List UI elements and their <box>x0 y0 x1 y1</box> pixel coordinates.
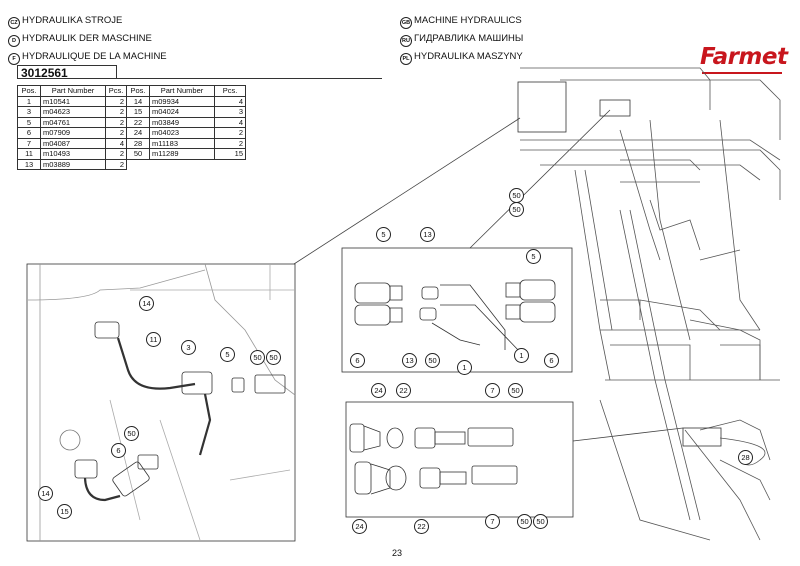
assembly-code: 3012561 <box>17 65 117 80</box>
header-f-text: HYDRAULIQUE DE LA MACHINE <box>22 51 167 62</box>
header-ru-text: ГИДРАВЛИКА МАШИНЫ <box>414 33 524 44</box>
callout: 50 <box>266 350 281 365</box>
top-right-detail-view <box>341 247 573 373</box>
cell: 2 <box>214 137 246 149</box>
callout: 7 <box>485 514 500 529</box>
lang-badge: F <box>8 53 20 65</box>
callout: 13 <box>420 227 435 242</box>
lang-badge: D <box>8 35 20 47</box>
parts-table: Pos. Part Number Pcs. Pos. Part Number P… <box>17 85 246 170</box>
callout: 6 <box>111 443 126 458</box>
callout: 50 <box>250 350 265 365</box>
page-number: 23 <box>392 548 403 558</box>
leader-line <box>572 427 684 442</box>
logo-underline <box>702 72 782 74</box>
lang-badge: CZ <box>8 17 20 29</box>
callout: 24 <box>352 519 367 534</box>
cell: 15 <box>214 148 246 160</box>
header-d-text: HYDRAULIK DER MASCHINE <box>22 33 152 44</box>
callout: 6 <box>350 353 365 368</box>
lang-badge: PL <box>400 53 412 65</box>
callout: 14 <box>38 486 53 501</box>
callout: 3 <box>181 340 196 355</box>
leader-line <box>469 109 611 249</box>
callout: 11 <box>146 332 161 347</box>
callout: 5 <box>220 347 235 362</box>
farmet-logo: Farmet <box>700 44 788 74</box>
callout: 50 <box>425 353 440 368</box>
callout: 24 <box>371 383 386 398</box>
callout: 22 <box>396 383 411 398</box>
callout: 50 <box>533 514 548 529</box>
callout: 50 <box>517 514 532 529</box>
bottom-right-detail-view <box>345 401 574 518</box>
lang-badge: RU <box>400 35 412 47</box>
callout: 50 <box>508 383 523 398</box>
callout: 7 <box>485 383 500 398</box>
left-detail-view <box>26 263 296 542</box>
header-cz-text: HYDRAULIKA STROJE <box>22 15 123 26</box>
callout: 5 <box>526 249 541 264</box>
callout: 22 <box>414 519 429 534</box>
callout: 5 <box>376 227 391 242</box>
callout: 14 <box>139 296 154 311</box>
lang-badge: GB <box>400 17 412 29</box>
callout: 50 <box>509 188 524 203</box>
callout: 50 <box>509 202 524 217</box>
header-gb-text: MACHINE HYDRAULICS <box>414 15 522 26</box>
callout: 6 <box>544 353 559 368</box>
callout: 28 <box>738 450 753 465</box>
machine-frame-drawing <box>517 67 781 541</box>
callout: 13 <box>402 353 417 368</box>
logo-text: Farmet <box>700 44 788 70</box>
table-header-row: Pos. Part Number Pcs. Pos. Part Number P… <box>17 85 246 97</box>
cell: 2 <box>105 158 127 170</box>
callout: 1 <box>457 360 472 375</box>
header-pl-text: HYDRAULIKA MASZYNY <box>414 51 523 62</box>
divider <box>117 78 382 79</box>
leader-line <box>293 117 521 265</box>
callout: 1 <box>514 348 529 363</box>
cell: 2 <box>214 127 246 139</box>
callout: 50 <box>124 426 139 441</box>
callout: 15 <box>57 504 72 519</box>
